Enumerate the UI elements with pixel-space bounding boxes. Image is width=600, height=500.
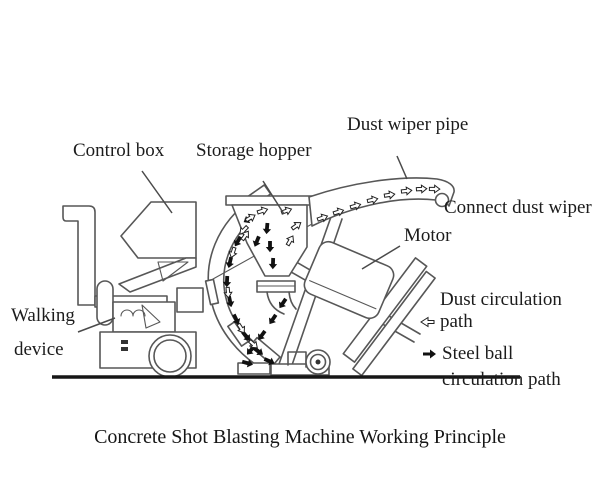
walking-device-label-line1: Walking: [11, 305, 75, 326]
control-box-label: Control box: [73, 140, 165, 161]
walking-device-label-line2: device: [14, 339, 64, 360]
storage-hopper-leader: [262, 180, 285, 215]
storage-hopper-drawing: [225, 195, 313, 315]
motor-drawing: [303, 240, 436, 377]
control-box-leader: [141, 170, 173, 214]
dust-wiper-pipe-leader: [396, 155, 408, 180]
legend-steel-row: Steel ball: [422, 343, 514, 365]
steel-solid-arrow-icon: [423, 349, 436, 359]
motor-label: Motor: [404, 225, 452, 246]
leader-lines: [77, 155, 408, 333]
legend-dust-label-line2: path: [440, 311, 473, 332]
control-box-drawing: [118, 201, 197, 293]
storage-hopper-label: Storage hopper: [196, 140, 312, 161]
motor-leader: [361, 245, 401, 270]
legend-steel-label-line2: circulation path: [442, 369, 561, 390]
legend-dust-label-line1: Dust circulation: [440, 289, 562, 310]
diagram-caption: Concrete Shot Blasting Machine Working P…: [94, 426, 506, 448]
legend-dust-row: path: [420, 311, 473, 333]
dust-wiper-connector: [434, 192, 450, 208]
legend-steel-label-line1: Steel ball: [442, 343, 514, 364]
base-and-caster: [237, 349, 331, 376]
dust-wiper-pipe-label: Dust wiper pipe: [347, 114, 469, 135]
walking-device-drawing: [62, 205, 204, 378]
dust-hollow-arrow-icon: [420, 317, 435, 328]
connect-dust-wiper-label: Connect dust wiper: [444, 197, 592, 218]
walking-device-leader: [77, 317, 116, 333]
